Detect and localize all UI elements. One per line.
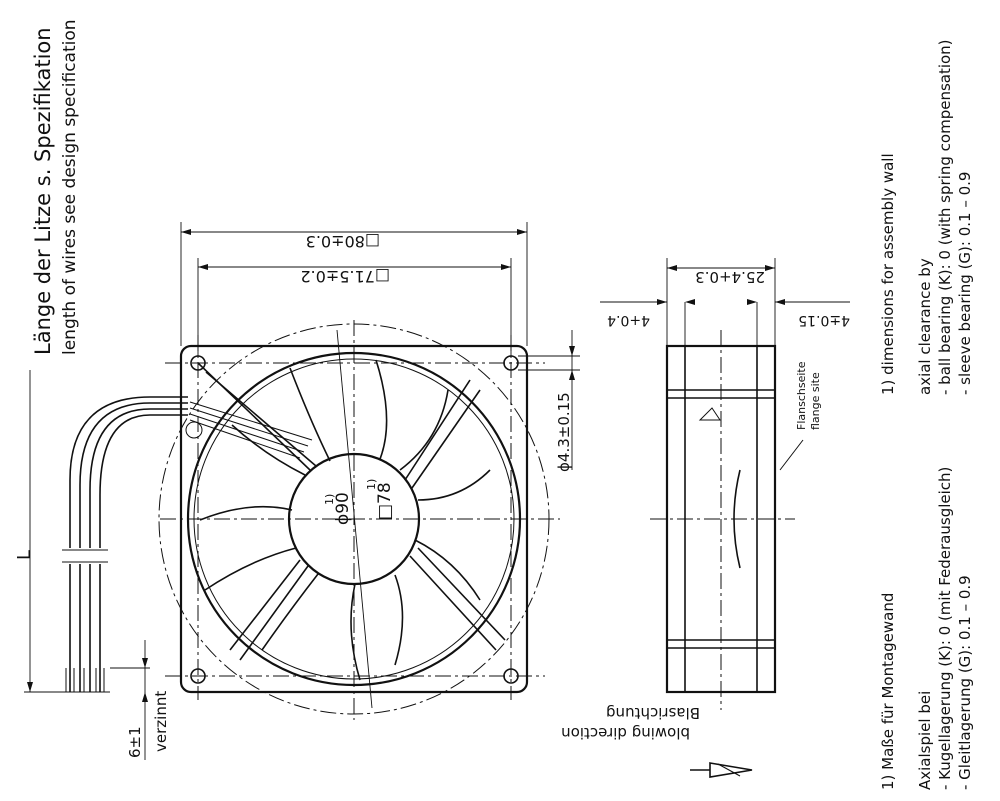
dim-wire-length-label: L [14,550,35,560]
dim-square-78: □78 [375,482,395,520]
footnote-de: 1) Maße für Montagewand [879,593,897,790]
dim-circle-90: ϕ90 [333,492,353,525]
dim-wire-length [24,370,110,693]
blow-direction-arrow [690,762,753,778]
dim-flange-left-label: 4+0.4 [607,312,650,328]
dim-hole-pitch [197,258,512,355]
tinned-ends [65,668,105,692]
fan-blades [199,359,491,681]
lead-wires [69,396,188,692]
dim-hole-pitch-label: □71.5±0.2 [300,267,390,286]
flange-label-en: flange site [809,372,822,430]
fan-side-view [650,330,795,710]
dim-depth-label: 25.4+0.3 [695,268,765,286]
tin-note: verzinnt [152,691,170,752]
flange-label-de: Flanschseite [795,361,808,430]
internal-wires [185,401,313,459]
flange-leader [779,439,804,471]
fan-front-view [158,320,560,720]
dim-tin [110,640,150,760]
dim-tin-label: 6±1 [126,726,144,758]
axial-de: Axialspiel bei [916,691,934,790]
dim-square-78-sup: 1) [365,479,378,490]
blow-label-en: blowing direction [561,724,690,742]
dim-flange-right-label: 4±0.15 [798,312,850,328]
blow-label-de: Blasrichtung [606,704,700,722]
dim-outer [180,222,528,346]
dim-hole-label: ϕ4.3±0.15 [555,392,573,472]
sleeve-en: - sleeve bearing (G): 0.1 – 0.9 [956,172,974,395]
dim-hole [518,330,580,470]
dim-circle-90-sup: 1) [323,494,336,505]
sleeve-de: - Gleitlagerung (G): 0.1 – 0.9 [956,575,974,790]
ball-en: - ball bearing (K): 0 (with spring compe… [936,39,954,395]
ball-de: - Kugellagerung (K): 0 (mit Federausglei… [936,467,954,790]
dim-outer-label: □80±0.3 [306,232,380,251]
title-wire-spec-en: length of wires see design specification [60,19,80,355]
footnote-en: 1) dimensions for assembly wall [879,153,897,395]
axial-en: axial clearance by [916,258,934,395]
title-wire-spec-de: Länge der Litze s. Spezifikation [31,27,55,355]
dim-flange [600,299,850,346]
